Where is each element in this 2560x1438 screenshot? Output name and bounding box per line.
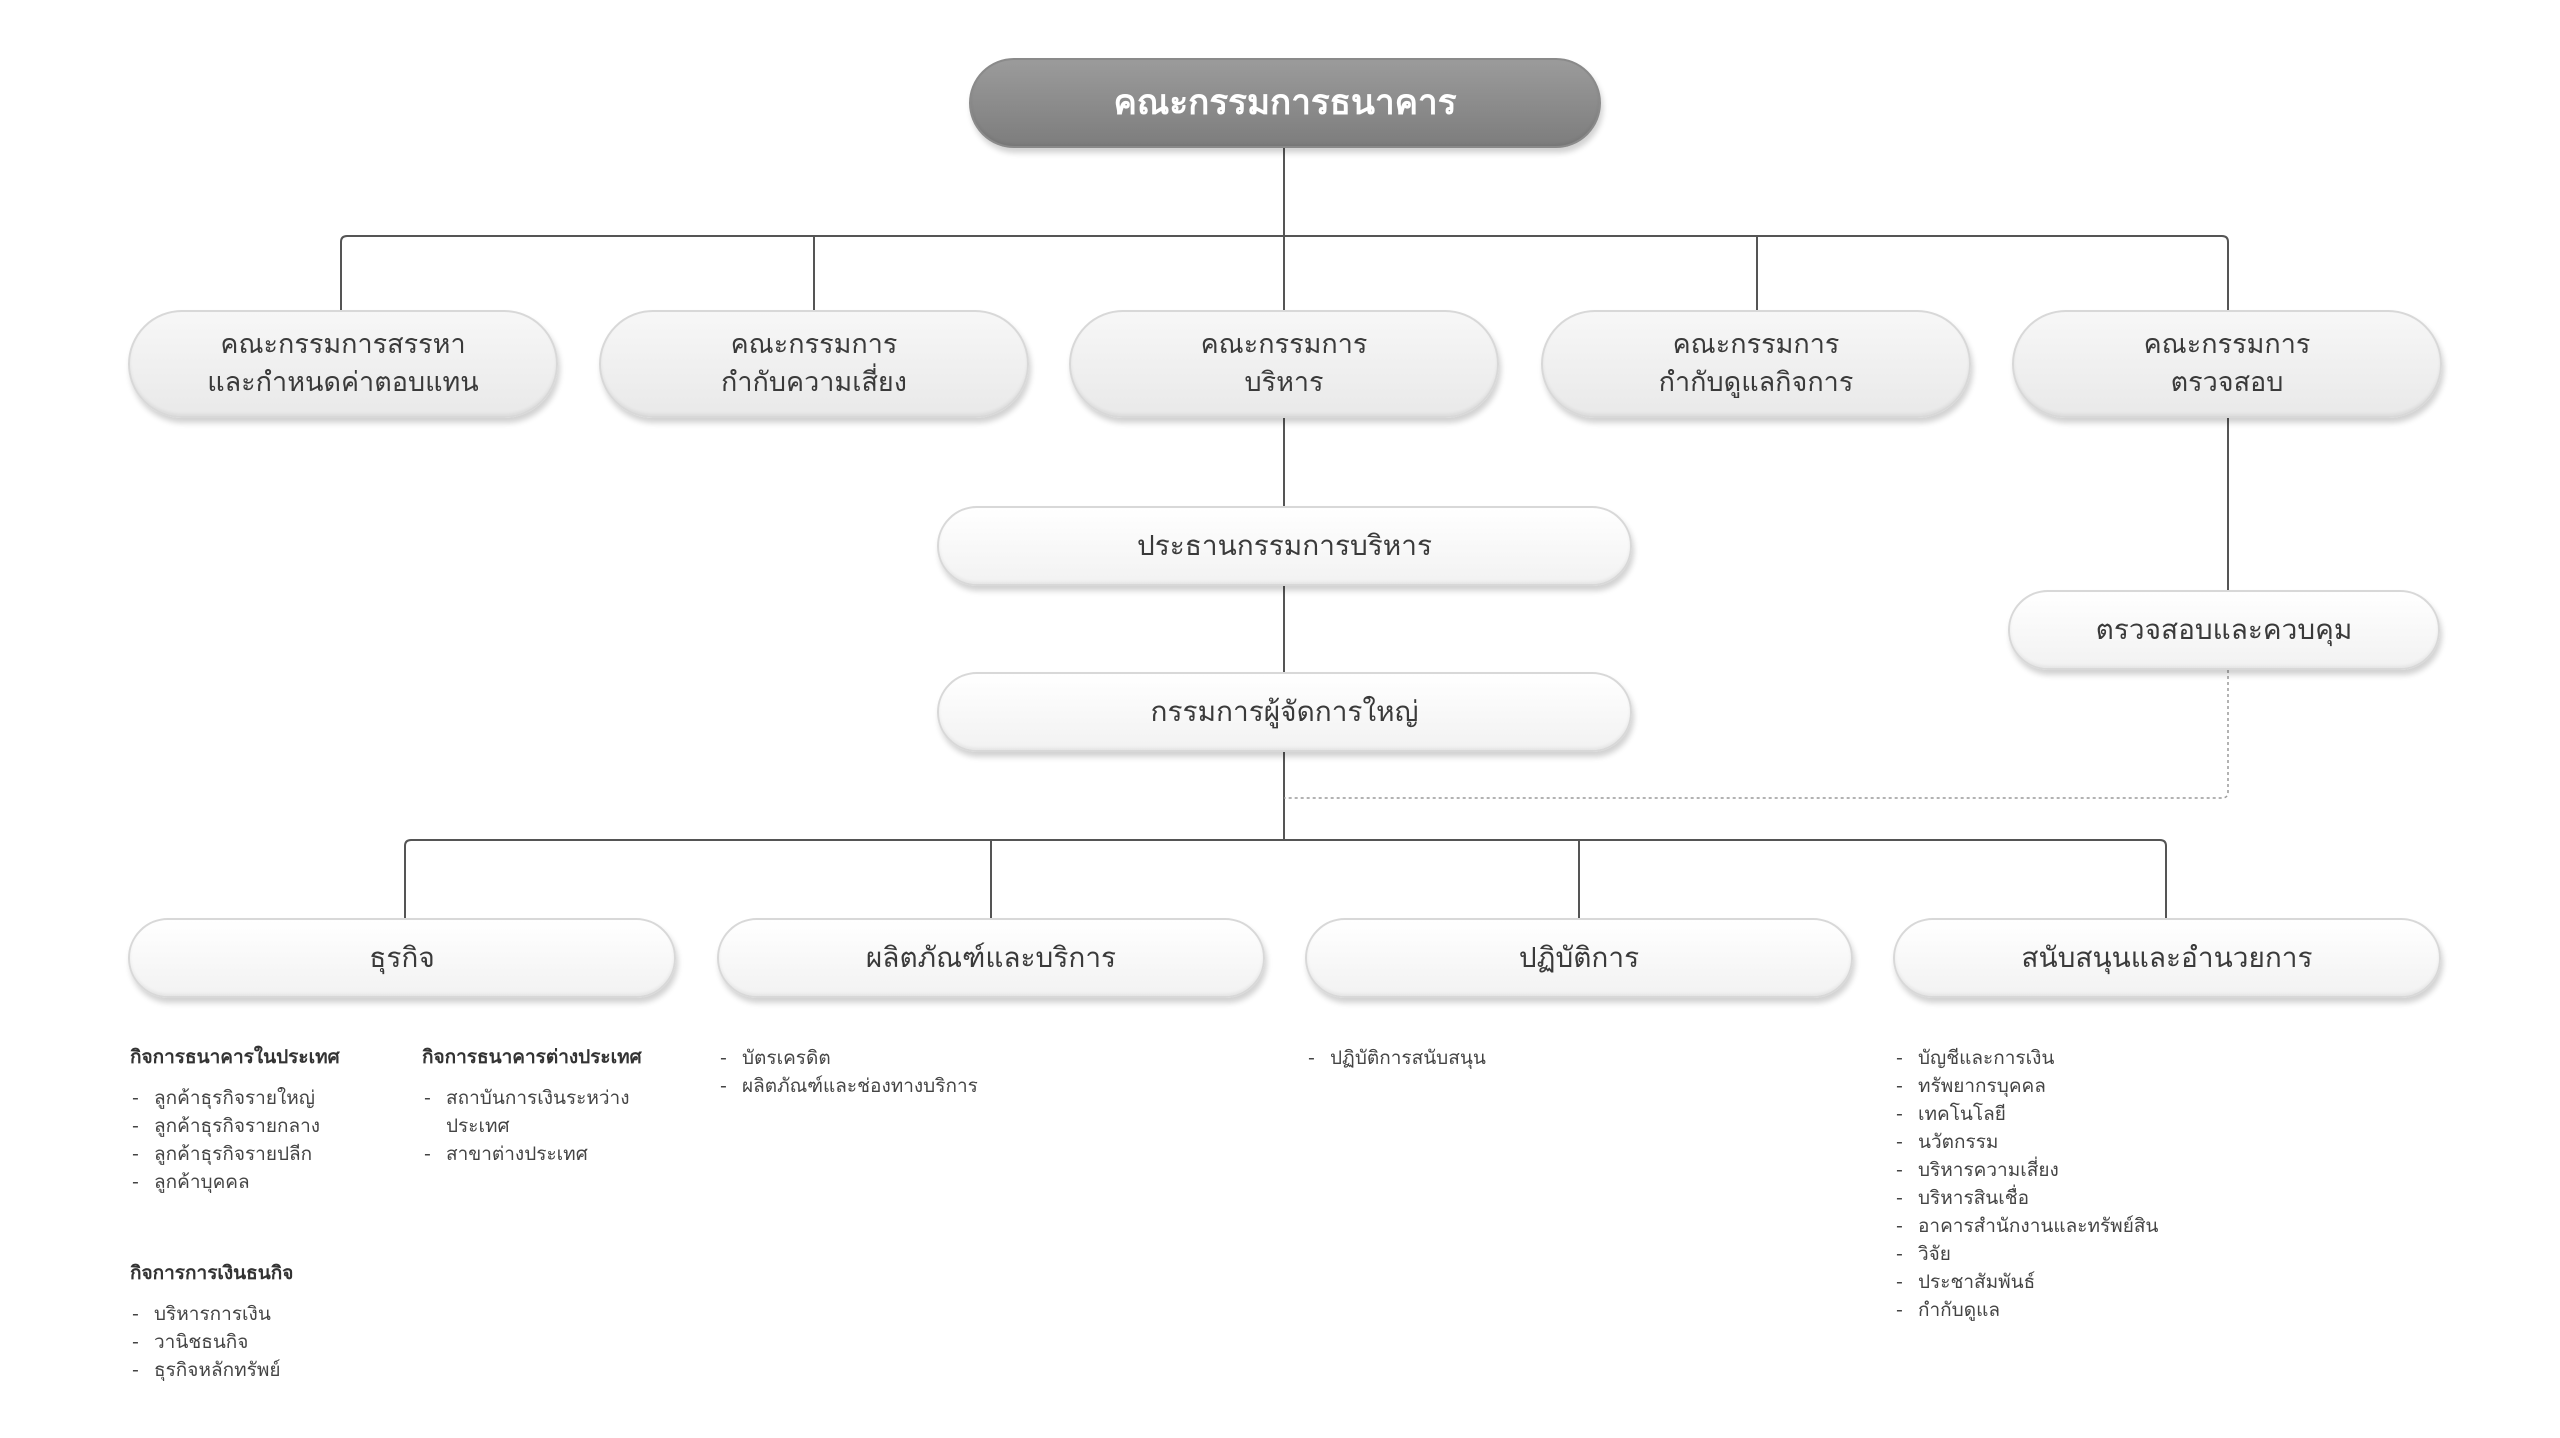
division-operations-label: ปฏิบัติการ — [1518, 941, 1640, 975]
division-operations-node: ปฏิบัติการ — [1305, 918, 1853, 998]
business-investment-title: กิจการการเงินธนกิจ — [130, 1262, 294, 1284]
business-investment-list: กิจการการเงินธนกิจ บริหารการเงิน วานิชธน… — [130, 1258, 400, 1384]
list-item: บัตรเครดิต — [718, 1044, 1138, 1072]
list-item: ธุรกิจหลักทรัพย์ — [130, 1356, 400, 1384]
division-support-label: สนับสนุนและอำนวยการ — [2021, 941, 2313, 975]
connector-audit-dotted — [1284, 670, 2229, 799]
committee-executive-node: คณะกรรมการ บริหาร — [1069, 310, 1499, 418]
list-item: ปฏิบัติการสนับสนุน — [1306, 1044, 1726, 1072]
list-item: บริหารสินเชื่อ — [1894, 1184, 2314, 1212]
committee-risk-line2: กำกับความเสี่ยง — [721, 367, 907, 398]
list-item: ลูกค้าธุรกิจรายกลาง — [130, 1112, 400, 1140]
committee-governance-line1: คณะกรรมการ — [1672, 329, 1840, 361]
committee-risk-line1: คณะกรรมการ — [730, 329, 898, 361]
committee-nomination-line1: คณะกรรมการสรรหา — [220, 329, 466, 361]
list-item: ประชาสัมพันธ์ — [1894, 1268, 2314, 1296]
business-international-list: กิจการธนาคารต่างประเทศ สถาบันการเงินระหว… — [422, 1042, 652, 1168]
support-items: บัญชีและการเงิน ทรัพยากรบุคคล เทคโนโลยี … — [1894, 1044, 2314, 1324]
list-item: วานิชธนกิจ — [130, 1328, 400, 1356]
list-item: บริหารการเงิน — [130, 1300, 400, 1328]
business-domestic-title: กิจการธนาคารในประเทศ — [130, 1046, 340, 1068]
division-products-node: ผลิตภัณฑ์และบริการ — [717, 918, 1265, 998]
committee-risk-node: คณะกรรมการ กำกับความเสี่ยง — [599, 310, 1029, 418]
list-item: นวัตกรรม — [1894, 1128, 2314, 1156]
audit-control-node: ตรวจสอบและควบคุม — [2008, 590, 2440, 670]
division-business-label: ธุรกิจ — [369, 941, 435, 975]
list-item: อาคารสำนักงานและทรัพย์สิน — [1894, 1212, 2314, 1240]
list-item: วิจัย — [1894, 1240, 2314, 1268]
business-investment-items: บริหารการเงิน วานิชธนกิจ ธุรกิจหลักทรัพย… — [130, 1300, 400, 1384]
committee-audit-line2: ตรวจสอบ — [2170, 367, 2284, 398]
list-item: กำกับดูแล — [1894, 1296, 2314, 1324]
executive-chairman-node: ประธานกรรมการบริหาร — [937, 506, 1632, 586]
committee-nomination-node: คณะกรรมการสรรหา และกำหนดค่าตอบแทน — [128, 310, 558, 418]
list-item: บริหารความเสี่ยง — [1894, 1156, 2314, 1184]
committee-governance-line2: กำกับดูแลกิจการ — [1658, 367, 1854, 398]
list-item: สาขาต่างประเทศ — [422, 1140, 652, 1168]
board-node: คณะกรรมการธนาคาร — [969, 58, 1601, 148]
list-item: เทคโนโลยี — [1894, 1100, 2314, 1128]
list-item: สถาบันการเงินระหว่างประเทศ — [422, 1084, 652, 1140]
support-list: บัญชีและการเงิน ทรัพยากรบุคคล เทคโนโลยี … — [1894, 1044, 2314, 1324]
committee-governance-node: คณะกรรมการ กำกับดูแลกิจการ — [1541, 310, 1971, 418]
products-list: บัตรเครดิต ผลิตภัณฑ์และช่องทางบริการ — [718, 1044, 1138, 1100]
operations-items: ปฏิบัติการสนับสนุน — [1306, 1044, 1726, 1072]
connector-divisions-bar — [404, 839, 2167, 918]
committee-executive-line1: คณะกรรมการ — [1200, 329, 1368, 361]
business-international-items: สถาบันการเงินระหว่างประเทศ สาขาต่างประเท… — [422, 1084, 652, 1168]
business-international-title: กิจการธนาคารต่างประเทศ — [422, 1046, 642, 1068]
business-domestic-list: กิจการธนาคารในประเทศ ลูกค้าธุรกิจรายใหญ่… — [130, 1042, 400, 1196]
business-domestic-items: ลูกค้าธุรกิจรายใหญ่ ลูกค้าธุรกิจรายกลาง … — [130, 1084, 400, 1196]
committee-audit-line1: คณะกรรมการ — [2143, 329, 2311, 361]
list-item: ลูกค้าธุรกิจรายปลีก — [130, 1140, 400, 1168]
list-item: ผลิตภัณฑ์และช่องทางบริการ — [718, 1072, 1138, 1100]
committee-audit-node: คณะกรรมการ ตรวจสอบ — [2012, 310, 2442, 418]
list-item: ลูกค้าบุคคล — [130, 1168, 400, 1196]
list-item: ทรัพยากรบุคคล — [1894, 1072, 2314, 1100]
division-support-node: สนับสนุนและอำนวยการ — [1893, 918, 2441, 998]
division-products-label: ผลิตภัณฑ์และบริการ — [865, 941, 1117, 975]
list-item: บัญชีและการเงิน — [1894, 1044, 2314, 1072]
board-title: คณะกรรมการธนาคาร — [1113, 82, 1457, 123]
president-node: กรรมการผู้จัดการใหญ่ — [937, 672, 1632, 752]
committee-executive-line2: บริหาร — [1244, 367, 1324, 398]
executive-chairman-label: ประธานกรรมการบริหาร — [1136, 529, 1433, 563]
audit-control-label: ตรวจสอบและควบคุม — [2095, 613, 2353, 647]
products-items: บัตรเครดิต ผลิตภัณฑ์และช่องทางบริการ — [718, 1044, 1138, 1100]
list-item: ลูกค้าธุรกิจรายใหญ่ — [130, 1084, 400, 1112]
division-business-node: ธุรกิจ — [128, 918, 676, 998]
president-label: กรรมการผู้จัดการใหญ่ — [1150, 695, 1419, 729]
committee-nomination-line2: และกำหนดค่าตอบแทน — [207, 367, 479, 398]
operations-list: ปฏิบัติการสนับสนุน — [1306, 1044, 1726, 1072]
